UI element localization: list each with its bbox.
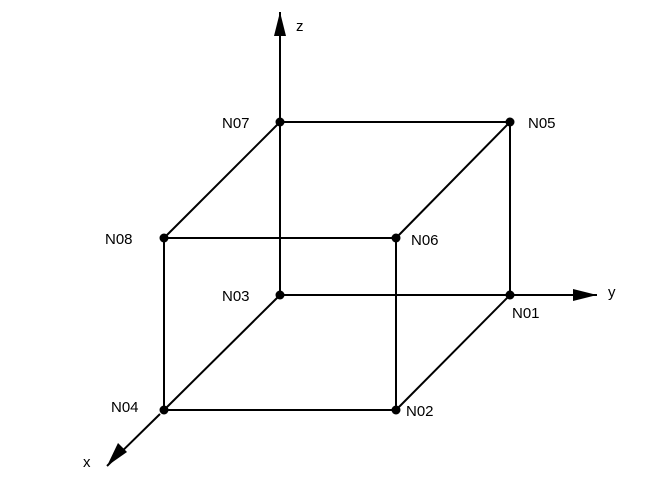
node-n07 xyxy=(275,117,285,127)
node-label-n04: N04 xyxy=(111,399,139,416)
node-n06 xyxy=(391,233,401,243)
node-label-n05: N05 xyxy=(528,115,556,132)
node-n02 xyxy=(391,405,401,415)
y-arrowhead xyxy=(573,289,597,301)
node-label-n08: N08 xyxy=(105,231,133,248)
edge-n03-n04 xyxy=(163,294,281,411)
z-axis-label: z xyxy=(296,18,304,35)
node-label-n02: N02 xyxy=(406,403,434,420)
node-n04 xyxy=(159,405,169,415)
node-n03 xyxy=(275,290,285,300)
node-label-n03: N03 xyxy=(222,288,250,305)
node-n05 xyxy=(505,117,515,127)
node-label-n06: N06 xyxy=(411,232,439,249)
z-arrowhead xyxy=(274,12,286,36)
y-axis-label: y xyxy=(608,284,616,301)
node-n08 xyxy=(159,233,169,243)
node-label-n07: N07 xyxy=(222,115,250,132)
x-axis-label: x xyxy=(83,454,91,471)
node-label-n01: N01 xyxy=(512,305,540,322)
edge-n05-n06 xyxy=(395,121,511,239)
edge-n07-n08 xyxy=(163,121,281,239)
node-n01 xyxy=(505,290,515,300)
x-arrowhead xyxy=(107,443,127,466)
edge-n01-n02 xyxy=(395,294,511,411)
